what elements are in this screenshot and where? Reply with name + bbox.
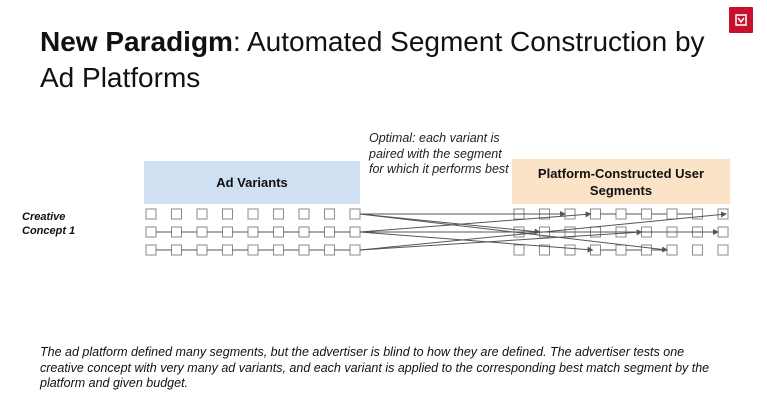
segment-square [666, 208, 678, 220]
ad-variant-square [222, 208, 233, 220]
slide-title: New Paradigm: Automated Segment Construc… [40, 24, 720, 96]
ad-variant-square [324, 244, 335, 256]
user-segments-label: Platform-Constructed User Segments [537, 165, 705, 198]
ad-variant-square [196, 226, 208, 238]
ad-variant-square [145, 226, 157, 238]
ad-variants-box: Ad Variants [144, 161, 360, 204]
ad-variant-square [247, 244, 259, 256]
mapping-arrow [359, 211, 592, 233]
ad-variant-square [222, 226, 233, 238]
ad-variant-square [324, 226, 335, 238]
title-bold: New Paradigm [40, 26, 233, 57]
ad-variant-square [324, 208, 335, 220]
ad-variant-square [196, 208, 208, 220]
ad-variant-square [171, 244, 182, 256]
ad-variant-square [145, 208, 157, 220]
ad-variant-square [171, 208, 182, 220]
explanation-caption: The ad platform defined many segments, b… [40, 345, 710, 390]
mapping-arrow [359, 213, 541, 235]
user-segments-box: Platform-Constructed User Segments [512, 159, 730, 204]
ad-variant-square [298, 244, 310, 256]
creative-concept-label: Creative Concept 1 [22, 211, 76, 237]
ad-variants-label: Ad Variants [216, 175, 288, 190]
mapping-arrow [359, 229, 643, 251]
ad-variant-square [247, 226, 259, 238]
ad-variant-square [298, 208, 310, 220]
segment-square [564, 208, 576, 220]
segment-square [666, 244, 678, 256]
ad-variant-square [349, 226, 361, 238]
segment-square [590, 208, 601, 220]
ad-variant-square [349, 208, 361, 220]
mapping-arrow [359, 231, 594, 253]
brand-logo-icon [729, 7, 753, 33]
ad-variant-square [298, 226, 310, 238]
segment-square [539, 244, 550, 256]
ad-variant-square [222, 244, 233, 256]
segment-square [692, 244, 703, 256]
segment-square [641, 244, 652, 256]
title-rest: : Automated Segment Construction by Ad P… [40, 26, 705, 93]
ad-variant-square [273, 244, 284, 256]
segment-square [513, 244, 525, 256]
optimal-note: Optimal: each variant is paired with the… [369, 131, 509, 176]
ad-variant-square [273, 226, 284, 238]
ad-variant-square [247, 208, 259, 220]
segment-square [717, 226, 729, 238]
segment-square [564, 244, 576, 256]
ad-variant-square [273, 208, 284, 220]
mapping-arrow [359, 211, 727, 251]
segment-square [615, 244, 627, 256]
ad-variant-square [196, 244, 208, 256]
segment-square [641, 208, 652, 220]
ad-variant-square [171, 226, 182, 238]
segment-square [615, 208, 627, 220]
ad-variant-square [145, 244, 157, 256]
ad-variant-square [349, 244, 361, 256]
segment-square [717, 244, 729, 256]
